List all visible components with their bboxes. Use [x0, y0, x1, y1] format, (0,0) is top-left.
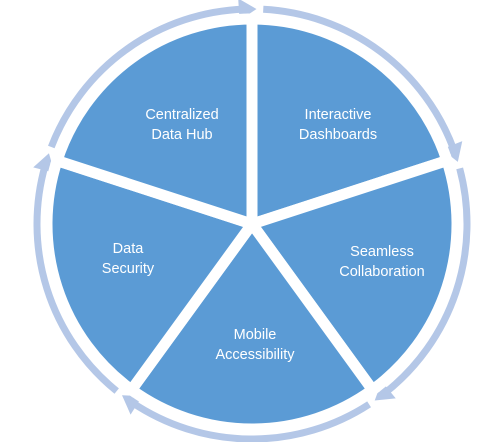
cycle-ring-arc — [33, 163, 119, 394]
cycle-segment-centralized-data-hub — [50, 13, 258, 232]
cycle-segments — [41, 13, 463, 435]
cycle-ring-arc — [263, 5, 458, 152]
cycle-ring-arc — [129, 399, 372, 442]
cycle-segment-mobile-accessibility — [123, 214, 381, 435]
cycle-arrowhead-icon — [441, 141, 463, 162]
cycle-ring — [33, 0, 471, 442]
cycle-segment-data-security — [41, 153, 261, 398]
cycle-segment-seamless-collaboration — [243, 153, 463, 398]
cycle-arrowhead-icon — [374, 381, 396, 401]
cycle-ring-arc — [382, 167, 471, 397]
cycle-ring-arc — [48, 5, 245, 149]
